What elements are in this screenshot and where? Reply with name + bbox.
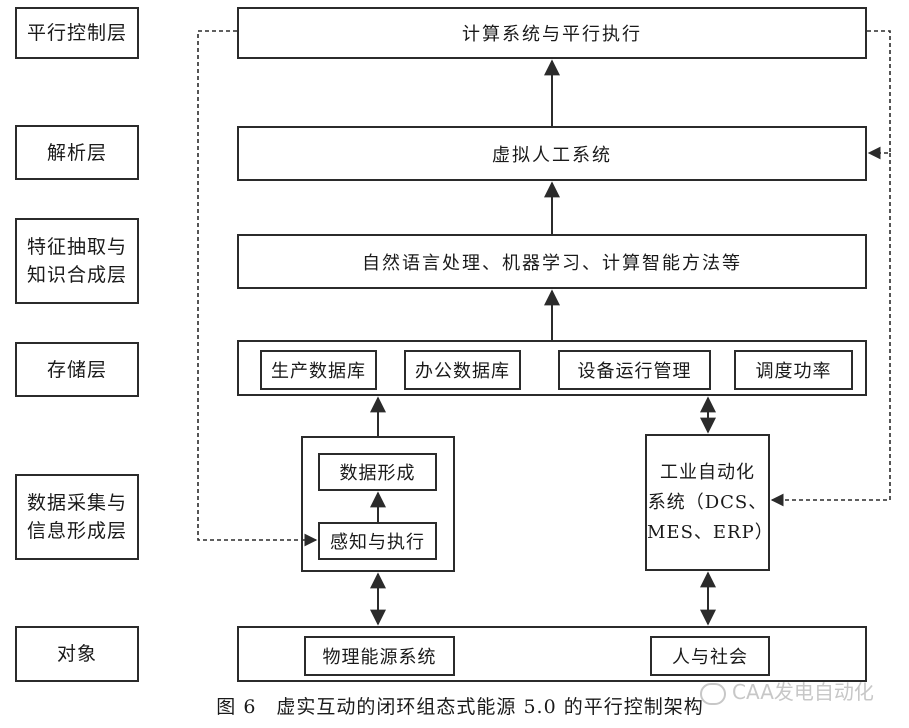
dashed-loop-right-top [867, 30, 891, 160]
node-label: 数据形成 [339, 463, 416, 484]
wechat-icon [700, 682, 726, 705]
dashed-loop-left [197, 30, 318, 547]
node-label: 设备运行管理 [577, 361, 692, 382]
layer-label: 数据采集与 信息形成层 [26, 492, 127, 542]
watermark-text: CAA发电自动化 [732, 680, 874, 704]
node-data-formation: 数据形成 [318, 453, 437, 491]
layer-analysis: 解析层 [15, 125, 139, 180]
db-production: 生产数据库 [260, 350, 377, 390]
equipment-management: 设备运行管理 [558, 350, 711, 390]
layer-label: 存储层 [46, 358, 107, 381]
node-physical-energy: 物理能源系统 [304, 636, 455, 676]
node-sense-execute: 感知与执行 [318, 522, 437, 560]
node-label: 感知与执行 [330, 532, 425, 553]
node-label: 计算系统与平行执行 [462, 24, 642, 45]
layer-data-collection: 数据采集与 信息形成层 [15, 474, 139, 560]
node-virtual-system: 虚拟人工系统 [237, 126, 867, 181]
layer-label: 解析层 [46, 141, 107, 164]
node-methods: 自然语言处理、机器学习、计算智能方法等 [237, 234, 867, 289]
layer-object: 对象 [15, 626, 139, 682]
dashed-loop-right-bottom [770, 153, 891, 507]
layer-parallel-control: 平行控制层 [15, 7, 139, 59]
watermark: CAA发电自动化 [700, 676, 874, 705]
node-label: 虚拟人工系统 [492, 144, 612, 166]
node-label: 工业自动化 系统（DCS、 MES、ERP） [647, 461, 774, 543]
node-human-society: 人与社会 [650, 636, 770, 676]
node-label: 调度功率 [755, 361, 832, 382]
node-label: 人与社会 [672, 647, 748, 668]
layer-storage: 存储层 [15, 342, 139, 397]
layer-label: 特征抽取与 知识合成层 [26, 236, 127, 286]
layer-label: 平行控制层 [26, 22, 127, 44]
figure-caption: 图 6 虚实互动的闭环组态式能源 5.0 的平行控制架构 [216, 696, 704, 718]
node-label: 物理能源系统 [322, 647, 437, 668]
node-industrial-automation: 工业自动化 系统（DCS、 MES、ERP） [645, 434, 774, 571]
node-compute-exec: 计算系统与平行执行 [237, 7, 867, 59]
layer-feature-extraction: 特征抽取与 知识合成层 [15, 218, 139, 304]
node-label: 自然语言处理、机器学习、计算智能方法等 [362, 252, 742, 274]
layer-label: 对象 [56, 643, 97, 665]
dispatch-power: 调度功率 [734, 350, 853, 390]
node-label: 办公数据库 [415, 361, 510, 382]
db-office: 办公数据库 [404, 350, 521, 390]
node-label: 生产数据库 [271, 361, 366, 382]
